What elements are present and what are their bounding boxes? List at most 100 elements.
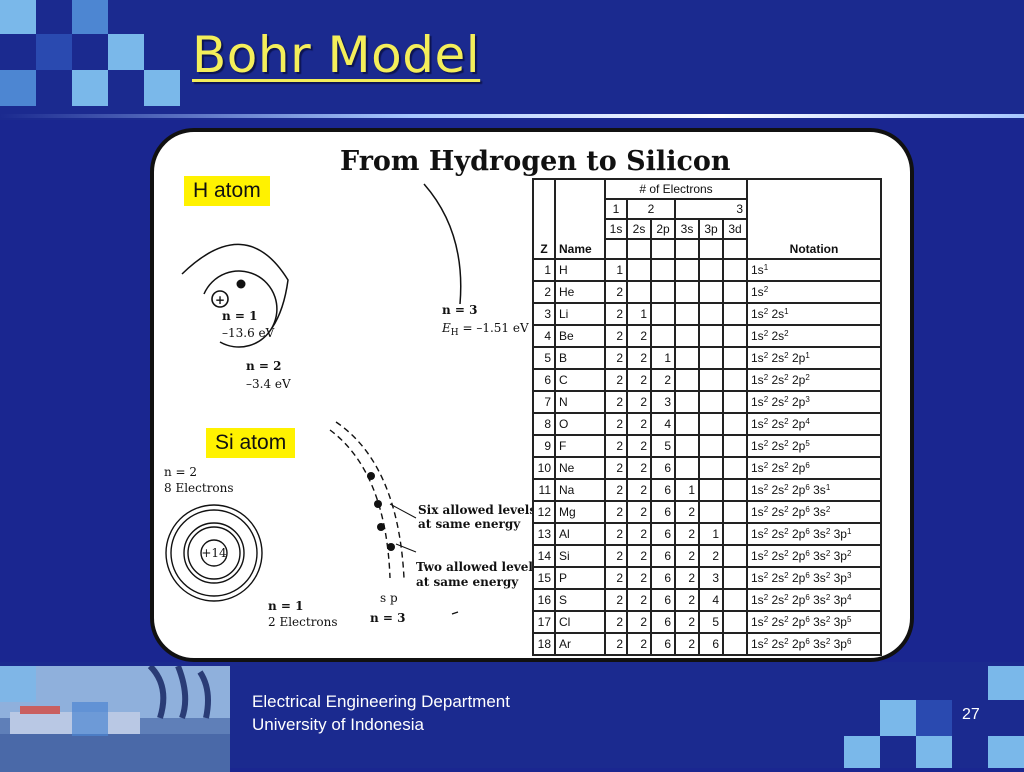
orbital-occupancy: 2 — [784, 461, 789, 470]
decor-square — [988, 736, 1024, 768]
orbital-occupancy: 2 — [763, 527, 769, 536]
electron-count-cell: 6 — [650, 456, 676, 480]
si-electron — [367, 472, 375, 480]
electron-count-cell — [626, 258, 652, 282]
orbital-label: 2s — [771, 527, 785, 541]
orbital-label: 2s — [771, 505, 785, 519]
element-name-cell: Cl — [554, 610, 606, 634]
element-name-cell: Ar — [554, 632, 606, 656]
orbital-occupancy: 6 — [805, 571, 810, 580]
element-name-cell: Na — [554, 478, 606, 502]
orbital-occupancy: 3 — [805, 395, 810, 404]
electron-count-cell: 2 — [604, 434, 628, 458]
shell-number: 3 — [674, 198, 748, 220]
notation-cell: 1s2 2s2 2p6 — [746, 456, 882, 480]
element-name-cell: Mg — [554, 500, 606, 524]
electron-count-cell: 2 — [674, 632, 700, 656]
orbital-occupancy: 2 — [784, 351, 789, 360]
atomic-number-cell: 7 — [532, 390, 556, 414]
notation-cell: 1s2 2s1 — [746, 302, 882, 326]
orbital-occupancy: 6 — [846, 637, 852, 646]
orbital-occupancy: 6 — [805, 549, 810, 558]
notation-cell: 1s2 2s2 2p6 3s2 — [746, 500, 882, 524]
notation-cell: 1s2 2s2 2p5 — [746, 434, 882, 458]
element-name-cell: Be — [554, 324, 606, 348]
pointer-line — [389, 503, 417, 519]
electron-count-cell: 6 — [650, 588, 676, 612]
element-name-cell: N — [554, 390, 606, 414]
electron-count-cell: 2 — [604, 566, 628, 590]
electron-count-cell: 2 — [698, 544, 724, 568]
electron-count-cell: 6 — [698, 632, 724, 656]
electron-count-cell: 2 — [626, 500, 652, 524]
atomic-number-cell: 4 — [532, 324, 556, 348]
electron-count-cell — [698, 280, 724, 304]
orbital-label: 3p — [833, 637, 847, 651]
electron-count-cell: 2 — [604, 324, 628, 348]
slide-header: Bohr Model — [0, 0, 1024, 120]
atomic-number-cell: 8 — [532, 412, 556, 436]
orbital-label: 2p — [791, 395, 806, 409]
decor-square — [36, 34, 72, 70]
atomic-number-cell: 5 — [532, 346, 556, 370]
si-atom-label: Si atom — [206, 428, 296, 458]
element-name-cell: F — [554, 434, 606, 458]
orbital-label: 1s — [751, 549, 764, 563]
orbital-label: 2s — [771, 395, 785, 409]
orbital-label: 2p — [791, 417, 806, 431]
h-n3-energy: –1.51 eV — [476, 321, 529, 335]
orbital-label: 2s — [771, 615, 785, 629]
h-nucleus — [211, 290, 229, 308]
electron-count-cell — [722, 346, 748, 370]
si-orbit-dashed-2 — [335, 421, 405, 579]
orbital-occupancy: 1 — [846, 527, 852, 536]
electron-configuration-table: # of Electrons 1 2 3 1s 2s 2p 3s 3p 3d Z… — [532, 178, 882, 656]
atomic-number-cell: 6 — [532, 368, 556, 392]
orbital-occupancy: 6 — [805, 461, 810, 470]
subshell-header: 3d — [722, 218, 748, 240]
electron-count-cell — [698, 346, 724, 370]
electron-count-cell: 2 — [604, 544, 628, 568]
slide-footer — [0, 662, 1024, 772]
orbital-label: 3p — [833, 527, 847, 541]
h-orbit-n1 — [203, 270, 278, 348]
orbital-label: 3s — [813, 571, 826, 585]
orbital-label: 1s — [751, 351, 764, 365]
electron-count-cell: 5 — [650, 434, 676, 458]
orbital-occupancy: 2 — [784, 549, 789, 558]
electrons-group-header: # of Electrons — [604, 178, 748, 200]
si-shell-inner — [183, 522, 245, 584]
si-nucleus — [200, 539, 228, 567]
orbital-occupancy: 6 — [805, 505, 810, 514]
electron-count-cell: 2 — [604, 456, 628, 480]
electron-count-cell: 2 — [626, 368, 652, 392]
orbital-label: 2p — [791, 549, 806, 563]
si-electron — [374, 500, 382, 508]
electron-count-cell: 6 — [650, 544, 676, 568]
orbital-occupancy: 2 — [805, 373, 810, 382]
orbital-occupancy: 2 — [825, 615, 831, 624]
electron-count-cell: 4 — [650, 412, 676, 436]
orbital-occupancy: 2 — [763, 417, 769, 426]
orbital-label: 2s — [771, 373, 785, 387]
h-n3-label: n = 3 — [442, 303, 477, 317]
electron-count-cell — [722, 500, 748, 524]
electron-count-cell: 6 — [650, 610, 676, 634]
orbital-label: 2s — [771, 461, 785, 475]
si-six-levels-2: at same energy — [418, 517, 521, 531]
electron-count-cell — [674, 456, 700, 480]
electron-count-cell: 2 — [626, 588, 652, 612]
atomic-number-cell: 3 — [532, 302, 556, 326]
subshell-header: 1s — [604, 218, 628, 240]
atomic-number-cell: 10 — [532, 456, 556, 480]
orbital-label: 2s — [771, 549, 785, 563]
orbital-occupancy: 1 — [825, 483, 831, 492]
element-name-cell: He — [554, 280, 606, 304]
decor-square — [0, 70, 36, 106]
element-name-cell: P — [554, 566, 606, 590]
orbital-label: 1s — [751, 637, 764, 651]
electron-count-cell: 2 — [674, 610, 700, 634]
